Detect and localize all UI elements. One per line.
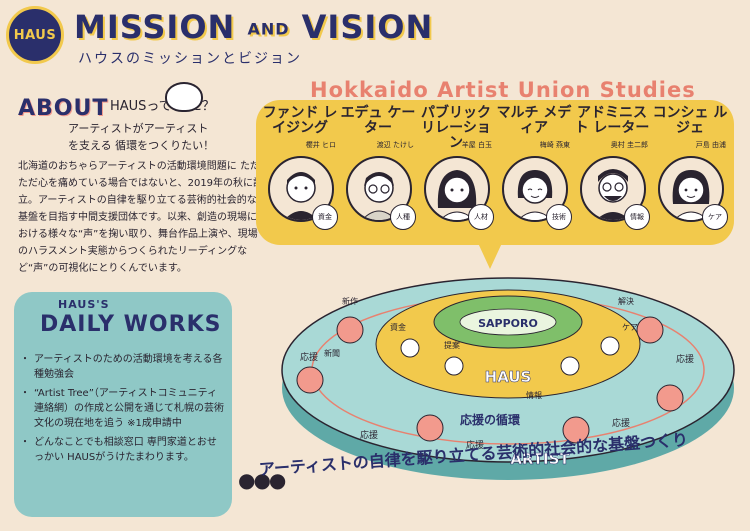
new-work-label: 新作 — [342, 296, 358, 306]
member-tag: 資金 — [312, 204, 338, 230]
member-tag: 人材 — [468, 204, 494, 230]
care-label: ケア — [622, 323, 638, 332]
title-vision: VISION — [301, 8, 434, 46]
member-tag: 技術 — [546, 204, 572, 230]
daily-works-subheading: HAUS'S — [58, 298, 110, 311]
member-role: マルチ メディア — [496, 105, 572, 136]
member-name: 梅崎 燕東 — [539, 141, 570, 149]
member-card: ファンド レイジング 櫻井 ヒロ 資金 — [262, 100, 338, 240]
artist-label: ARTIST — [510, 450, 570, 468]
support-label: 応援 — [360, 429, 378, 441]
member-tag: ケア — [702, 204, 728, 230]
about-lead: アーティストがアーティストを支える 循環をつくりたい！ — [68, 122, 215, 152]
haus-nodes — [400, 336, 620, 376]
member-card: アドミニスト レーター 奥村 圭二郎 情報 — [574, 100, 650, 240]
smiling-face-icon — [165, 82, 203, 112]
proposal-label: 提案 — [444, 340, 460, 350]
member-role: エデュ ケーター — [340, 105, 416, 136]
about-heading: ABOUT — [18, 96, 109, 121]
title-and: AND — [247, 19, 290, 39]
about-body: 北海道のおちゃらアーティストの活動環境問題に ただただ心を痛めている場合ではない… — [18, 161, 264, 274]
member-name: 櫻井 ヒロ — [305, 141, 336, 149]
info-label: 情報 — [526, 390, 542, 400]
daily-works-item: アーティストのための活動環境を考える各種勉強会 — [20, 352, 224, 382]
member-role: アドミニスト レーター — [574, 105, 650, 136]
daily-works-item: どんなことでも相談窓口 専門家道とおせっかい HAUSがうけたまわります。 — [20, 435, 224, 465]
member-card: エデュ ケーター 渡辺 たけし 人種 — [340, 100, 416, 240]
union-title: Hokkaido Artist Union Studies — [310, 78, 696, 102]
member-tag: 人種 — [390, 204, 416, 230]
title-mission: MISSION — [74, 8, 236, 46]
member-portrait-icon — [424, 156, 490, 222]
newspaper-label: 新聞 — [324, 348, 340, 358]
union-pointer — [478, 243, 502, 269]
support-label: 応援 — [676, 353, 694, 365]
member-tag: 情報 — [624, 204, 650, 230]
member-role: コンシェ ルジェ — [652, 105, 728, 136]
page-title: MISSION AND VISION — [74, 8, 433, 46]
haus-label: HAUS — [485, 368, 532, 386]
support-label: 応援 — [612, 417, 630, 429]
funds-label: 資金 — [390, 322, 406, 332]
ellipsis-dots: ●●● — [238, 468, 286, 492]
member-name: 渡辺 たけし — [376, 141, 414, 149]
daily-works-item: “Artist Tree”（アーティストコミュニティ連絡網）の作成と公開を通じて… — [20, 386, 224, 431]
resolve-label: 解決 — [618, 296, 634, 306]
member-portrait-icon — [658, 156, 724, 222]
member-name: 戸島 由浦 — [695, 141, 726, 149]
support-label: 応援 — [300, 351, 318, 363]
member-name: 羊屋 白玉 — [461, 141, 492, 149]
member-role: ファンド レイジング — [262, 105, 338, 136]
daily-works-list: アーティストのための活動環境を考える各種勉強会 “Artist Tree”（アー… — [20, 352, 224, 469]
member-card: マルチ メディア 梅崎 燕東 技術 — [496, 100, 572, 240]
cycle-label: 応援の循環 — [460, 412, 521, 427]
member-card: パブリック リレーション 羊屋 白玉 人材 — [418, 100, 494, 240]
member-card: コンシェ ルジェ 戸島 由浦 ケア — [652, 100, 728, 240]
logo-text: HAUS — [13, 27, 57, 43]
member-portrait-icon — [268, 156, 334, 222]
artist-nodes — [296, 316, 684, 444]
support-label: 応援 — [466, 439, 484, 451]
support-cycle-diagram: SAPPORO HAUS ARTIST 応援の循環 応援 応援 応援 応援 応援… — [240, 270, 750, 531]
sapporo-label: SAPPORO — [478, 317, 538, 330]
haus-logo: HAUS — [6, 6, 64, 64]
member-name: 奥村 圭二郎 — [610, 141, 648, 149]
member-role: パブリック リレーション — [421, 105, 491, 151]
daily-works-heading: DAILY WORKS — [40, 312, 222, 337]
page-subtitle: ハウスのミッションとビジョン — [78, 51, 302, 67]
